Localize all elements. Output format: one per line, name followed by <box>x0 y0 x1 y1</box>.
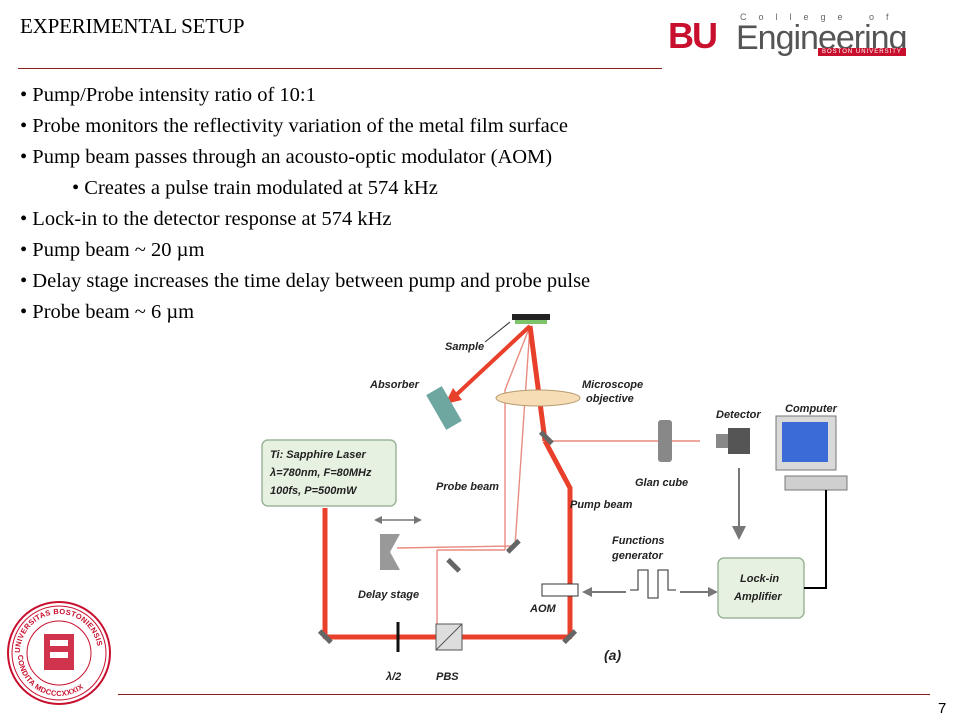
top-divider <box>18 68 662 69</box>
detector <box>728 428 750 454</box>
microscope-label-2: objective <box>586 393 634 405</box>
bu-engineering-logo: College of BU Engineering BOSTON UNIVERS… <box>668 12 907 62</box>
bullet-item: • Delay stage increases the time delay b… <box>20 270 591 292</box>
logo-university: BOSTON UNIVERSITY <box>818 48 906 56</box>
panel-label: (a) <box>604 647 621 663</box>
sample-pointer <box>484 321 511 343</box>
sample-film <box>515 320 547 324</box>
pulse-train-waveform <box>630 569 676 599</box>
aom-label: AOM <box>529 603 557 615</box>
delay-stage-retroreflector <box>380 534 400 570</box>
lock-in-amplifier <box>717 557 805 619</box>
sub-bullet-item: • Creates a pulse train modulated at 574… <box>72 177 438 199</box>
bullet-item: • Probe beam ~ 6 µm <box>20 301 195 323</box>
mirror <box>505 538 521 554</box>
half-wave-label: λ/2 <box>385 671 401 683</box>
aom <box>541 583 579 597</box>
laser-source <box>261 439 397 507</box>
probe-beam-label: Probe beam <box>436 481 499 493</box>
computer-base <box>784 475 848 491</box>
bullet-item: • Pump beam passes through an acousto-op… <box>20 146 553 168</box>
microscope-objective <box>495 389 581 407</box>
functions-label-1: Functions <box>612 535 665 547</box>
sample-mount <box>512 314 550 320</box>
page-number: 7 <box>938 700 947 717</box>
bullet-item: • Lock-in to the detector response at 57… <box>20 208 392 230</box>
reflected-pump-beam <box>453 324 532 398</box>
mirror <box>538 430 554 446</box>
lockin-to-computer-cable <box>804 490 827 589</box>
sample-label: Sample <box>445 341 484 353</box>
mirrors <box>317 430 578 645</box>
logo-college-of: College of <box>740 12 901 22</box>
slide-title: EXPERIMENTAL SETUP <box>20 14 245 38</box>
absorber-label: Absorber <box>369 379 420 391</box>
bottom-divider <box>118 694 930 695</box>
lockin-label-1: Lock-in <box>740 573 779 585</box>
pbs-label: PBS <box>436 671 459 683</box>
detector-lens <box>716 434 728 448</box>
computer-screen <box>782 422 828 462</box>
mirror <box>562 629 578 645</box>
bullet-item: • Pump beam ~ 20 µm <box>20 239 205 261</box>
detector-label: Detector <box>716 409 761 421</box>
pump-probe-setup-diagram: Sample Absorber Microscope objective Gla… <box>261 314 848 683</box>
laser-label-2: λ=780nm, F=80MHz <box>269 467 372 479</box>
lockin-label-2: Amplifier <box>733 591 782 603</box>
functions-label-2: generator <box>611 550 663 562</box>
laser-label-1: Ti: Sapphire Laser <box>270 449 366 461</box>
mirror <box>317 629 333 645</box>
pump-beam-label: Pump beam <box>570 499 633 511</box>
glan-cube <box>658 420 672 462</box>
computer-label: Computer <box>785 403 838 415</box>
bullet-list: • Pump/Probe intensity ratio of 10:1 • P… <box>20 80 780 328</box>
glan-cube-label: Glan cube <box>635 477 688 489</box>
bullet-item: • Probe monitors the reflectivity variat… <box>20 115 568 137</box>
absorber <box>426 386 462 430</box>
delay-stage-label: Delay stage <box>358 589 419 601</box>
laser-label-3: 100fs, P=500mW <box>270 485 358 497</box>
bullet-item: • Pump/Probe intensity ratio of 10:1 <box>20 84 316 106</box>
boston-university-seal: UNIVERSITAS BOSTONIENSIS CONDITA MDCCCXX… <box>7 601 111 705</box>
microscope-label-1: Microscope <box>582 379 643 391</box>
mirror <box>446 557 462 573</box>
logo-bu: BU <box>668 15 718 56</box>
